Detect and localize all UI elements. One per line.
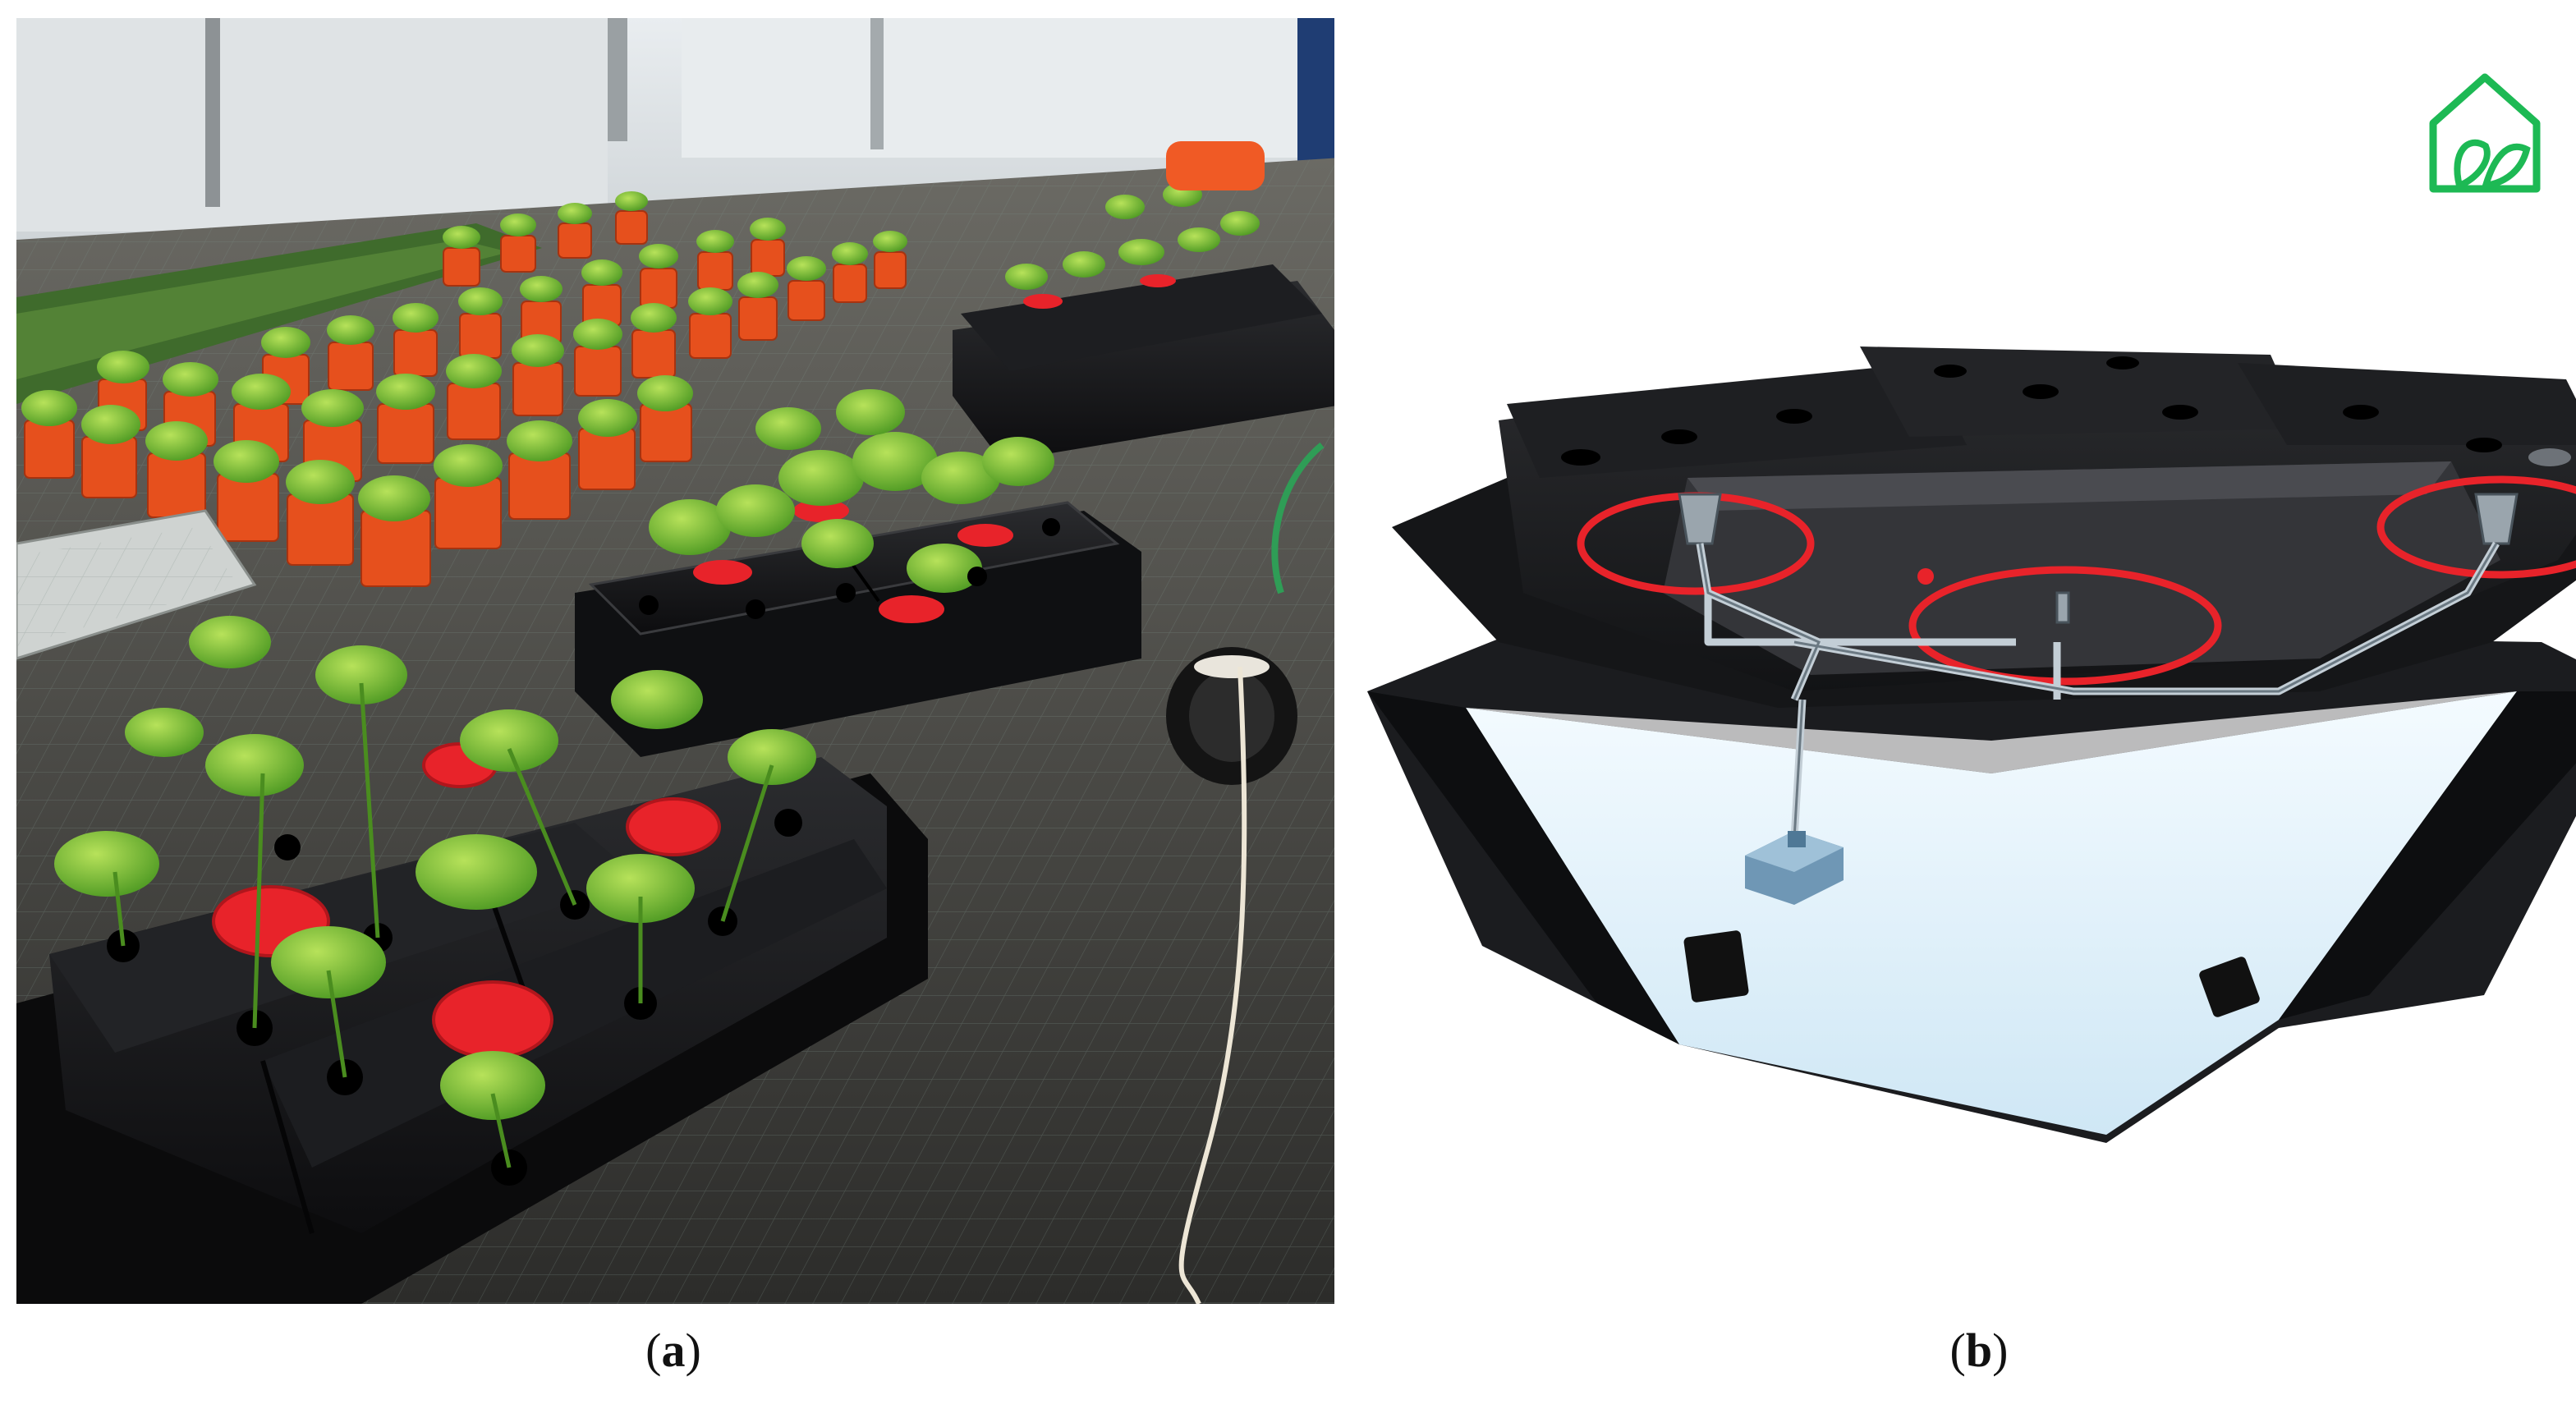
near-tray [16, 616, 928, 1304]
caption-b: (b) [1949, 1324, 2009, 1377]
caption-a-letter: a [661, 1324, 686, 1377]
drip-rings [1577, 475, 2576, 686]
house-leaf-logo-icon [2427, 71, 2543, 195]
middle-tray [575, 389, 1141, 757]
caption-a: (a) [645, 1324, 701, 1377]
far-tray [953, 141, 1342, 461]
cable-reel [1166, 442, 1325, 1304]
orange-pots [21, 191, 907, 587]
caption-b-letter: b [1965, 1324, 1993, 1377]
pump [1745, 831, 1844, 905]
panel-b-render [1334, 18, 2576, 1304]
panel-a-photo [16, 18, 1342, 1304]
cutaway-tray [1334, 18, 2576, 1304]
greenhouse-scene [16, 18, 1342, 1304]
